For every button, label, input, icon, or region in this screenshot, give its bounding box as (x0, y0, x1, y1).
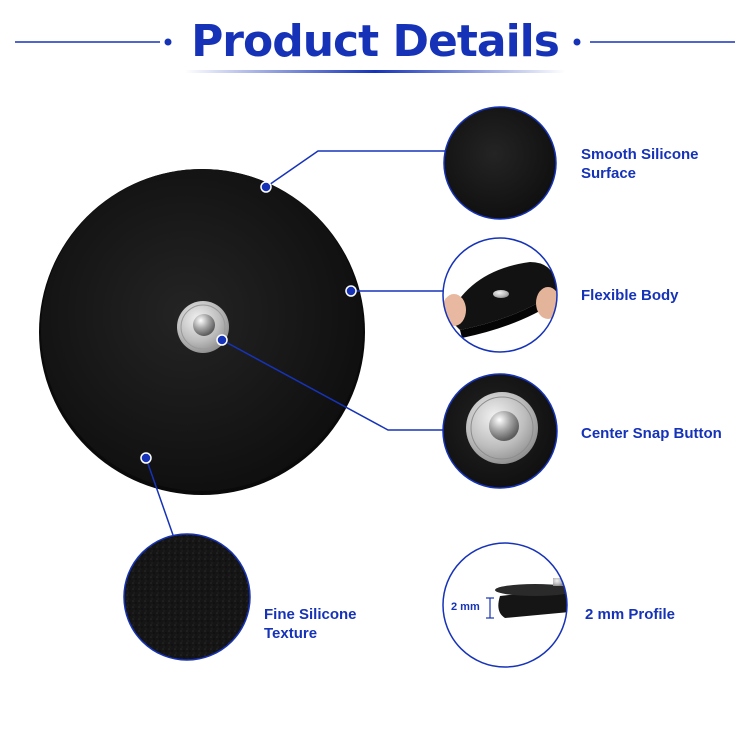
dimension-marker (486, 597, 494, 619)
snap-button (177, 301, 229, 353)
label-flexible-body: Flexible Body (581, 287, 679, 304)
header-decoration (15, 38, 735, 73)
detail-circle-fine-texture (123, 533, 251, 661)
label-smooth-surface: Smooth Silicone Surface (581, 146, 699, 182)
label-profile: 2 mm Profile (585, 606, 676, 623)
detail-circle-flexible-body (442, 237, 558, 353)
dimension-label: 2 mm (451, 601, 480, 613)
detail-circle-snap-button (442, 373, 558, 489)
callout-dots (140, 181, 357, 464)
label-fine-texture: Fine Silicone Texture (264, 606, 357, 642)
label-snap-button: Center Snap Button (581, 425, 722, 442)
callout-lines (145, 150, 446, 536)
detail-circle-smooth-surface (443, 106, 557, 220)
detail-circle-profile (442, 542, 568, 668)
page-title: Product Details (191, 16, 560, 67)
